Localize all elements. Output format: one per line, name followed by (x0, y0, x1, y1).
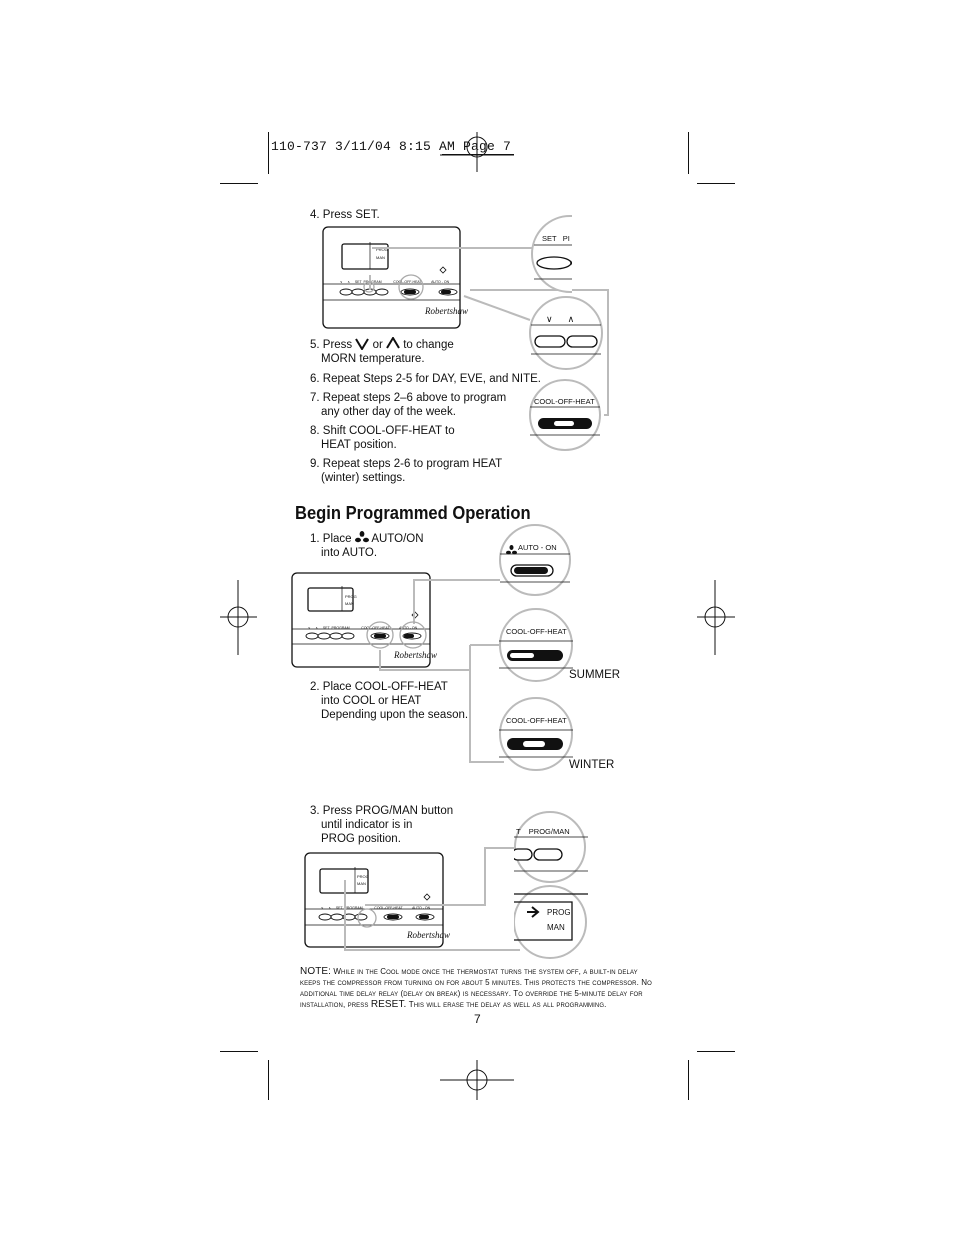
note-paragraph: NOTE: While in the Cool mode once the th… (300, 966, 660, 1010)
crop-mark (697, 1051, 735, 1052)
callout-prog-indicator (514, 885, 588, 959)
robertshaw-logo: Robertshaw (425, 306, 469, 316)
callout-cool-off-heat-summer-label: COOL-OFF-HEAT (506, 627, 567, 636)
callout-arrow-buttons (529, 296, 603, 370)
device-man-label-middle: MAN (345, 601, 354, 606)
bottom-step-3-text-b: until indicator is in (321, 819, 413, 831)
device-button-labels: ∨ ∧ SET PROGRAM COOL-OFF-HEAT AUTO - ON (340, 280, 450, 284)
bottom-step-2-text-c: Depending upon the season. (321, 709, 469, 721)
step-6: 6. Repeat Steps 2-5 for DAY, EVE, and NI… (310, 373, 541, 385)
fan-icon (354, 531, 369, 543)
note-lead: NOTE: (300, 966, 332, 977)
note-body-4: This will erase the delay as well as all… (408, 1000, 607, 1009)
callout-prog-label: PROG (547, 908, 571, 917)
step-9-text-b: (winter) settings. (321, 472, 406, 484)
step-7-text-a: 7. Repeat steps 2–6 above to program (310, 392, 507, 404)
summer-label: SUMMER (569, 669, 621, 681)
step-5-or: or (372, 339, 383, 351)
device-man-label: MAN (376, 255, 385, 260)
note-body-1: While in the Cool mode once the thermost… (300, 967, 638, 987)
step-8-text-a: 8. Shift COOL-OFF-HEAT to (310, 425, 455, 437)
page-number: 7 (474, 1012, 481, 1026)
step-7-text-b: any other day of the week. (321, 406, 456, 418)
device-button-labels-middle: ∨ ∧ SET PROGRAM COOL-OFF-HEAT AUTO - ON (308, 626, 418, 630)
bottom-step-3: 3. Press PROG/MAN button until indicator… (310, 804, 453, 846)
step-5: 5. Press or to change MORN temperature. (310, 336, 454, 366)
device-prog-label: PROG (376, 247, 388, 252)
section-title: Begin Programmed Operation (295, 503, 531, 523)
step-9: 9. Repeat steps 2-6 to program HEAT (win… (310, 457, 502, 485)
callout-cool-off-heat-winter-label: COOL-OFF-HEAT (506, 716, 567, 725)
crop-mark (688, 132, 689, 174)
step-8-text-b: HEAT position. (321, 439, 397, 451)
bottom-step-1-text-c: into AUTO. (321, 547, 378, 559)
device-man-label-bottom: MAN (357, 881, 366, 886)
callout-prog-man-button (514, 811, 588, 883)
bottom-step-2: 2. Place COOL-OFF-HEAT into COOL or HEAT… (310, 680, 468, 722)
bottom-step-1: 1. Place AUTO/ON into AUTO. (310, 531, 424, 560)
crop-mark (268, 1060, 269, 1100)
callout-auto-on (499, 524, 571, 596)
step-5-text-b: to change (403, 339, 454, 351)
step-5-text-a: 5. Press (310, 339, 353, 351)
step-7: 7. Repeat steps 2–6 above to program any… (310, 391, 506, 419)
step-8: 8. Shift COOL-OFF-HEAT to HEAT position. (310, 424, 455, 452)
crop-mark (268, 132, 269, 174)
device-prog-label-middle: PROG (345, 594, 357, 599)
bottom-step-3-text-a: 3. Press PROG/MAN button (310, 805, 454, 817)
thermostat-diagram-top (322, 226, 461, 329)
callout-prog-man-label: T PROG/MAN (516, 827, 570, 836)
callout-set-button (531, 215, 572, 293)
chevron-up-icon (386, 336, 400, 349)
note-body-2: compressor from turning on for about 5 m… (300, 978, 652, 998)
callout-auto-on-label: AUTO - ON (518, 543, 557, 552)
callout-cool-off-heat-summer (499, 608, 573, 682)
callout-arrows-label: ∨ ∧ (546, 314, 575, 324)
step-5-text-c: MORN temperature. (321, 353, 425, 365)
bottom-step-1-text-b: AUTO/ON (371, 533, 424, 545)
arrow-right-icon (526, 905, 540, 923)
crop-mark (220, 1051, 258, 1052)
callout-cool-off-heat-top-label: COOL-OFF-HEAT (534, 397, 595, 406)
robertshaw-logo-bottom: Robertshaw (407, 930, 451, 940)
device-prog-label-bottom: PROG (357, 874, 369, 879)
step-9-text-a: 9. Repeat steps 2-6 to program HEAT (310, 458, 503, 470)
header-underline (442, 154, 514, 155)
chevron-down-icon (355, 338, 370, 351)
callout-set-label: SET PI (542, 234, 570, 243)
crop-mark (688, 1060, 689, 1100)
callout-cool-off-heat-top (529, 379, 601, 451)
robertshaw-logo-middle: Robertshaw (394, 650, 438, 660)
device-button-labels-bottom: ∨ ∧ SET PROGRAM COOL-OFF-HEAT AUTO - ON (321, 906, 431, 910)
note-body-3: delay relay (delay on break) is necessar… (300, 989, 643, 1009)
crop-mark (220, 183, 258, 184)
callout-man-label: MAN (547, 923, 565, 932)
print-header: 110-737 3/11/04 8:15 AM Page 7 (271, 139, 512, 154)
thermostat-diagram-middle (291, 572, 431, 668)
callout-cool-off-heat-winter (499, 697, 573, 771)
bottom-step-3-text-c: PROG position. (321, 833, 401, 845)
crop-mark (697, 183, 735, 184)
step-4: 4. Press SET. (310, 209, 380, 221)
bottom-step-2-text-a: 2. Place COOL-OFF-HEAT (310, 681, 448, 693)
bottom-step-1-text-a: 1. Place (310, 533, 352, 545)
winter-label: WINTER (569, 759, 615, 771)
fan-icon-callout (506, 542, 517, 560)
note-reset: RESET. (370, 999, 407, 1010)
bottom-step-2-text-b: into COOL or HEAT (321, 695, 422, 707)
